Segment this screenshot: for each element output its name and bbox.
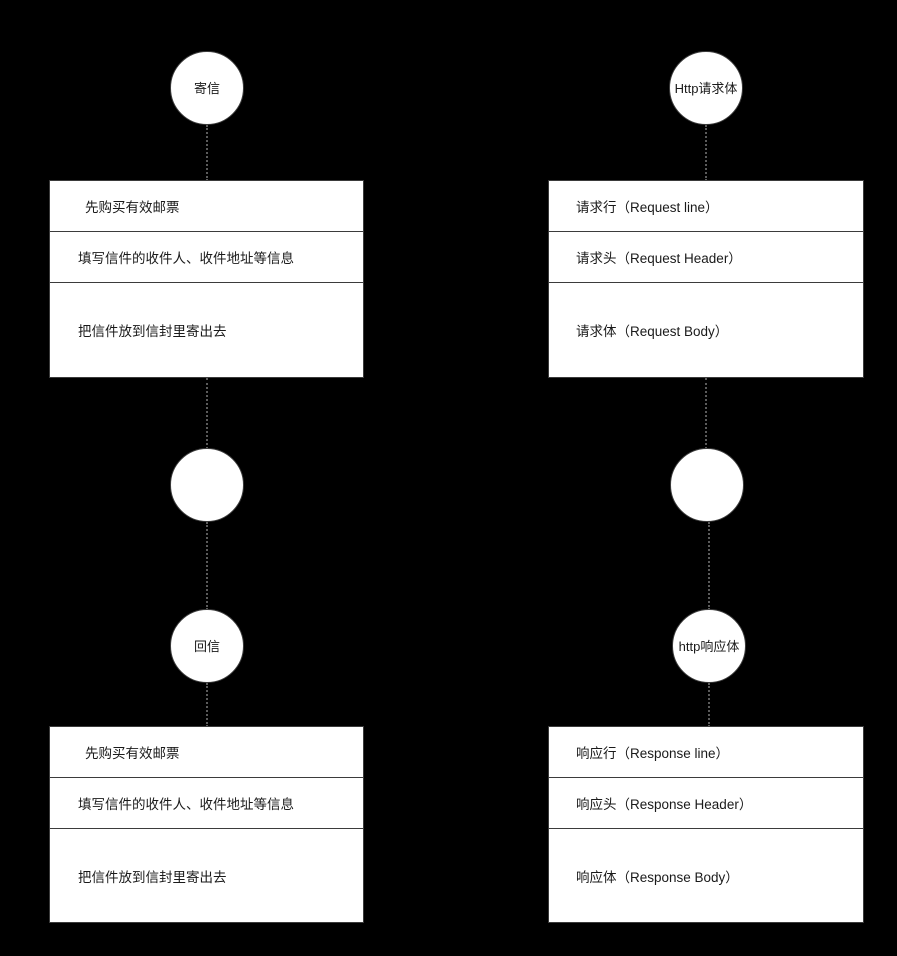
box-row[interactable]: 响应头（Response Header） <box>549 778 863 829</box>
box-row-label: 把信件放到信封里寄出去 <box>78 869 227 885</box>
box-group-mail-response[interactable]: 先购买有效邮票 填写信件的收件人、收件地址等信息 把信件放到信封里寄出去 <box>49 726 364 923</box>
node-circle-mail-middle[interactable] <box>170 448 244 522</box>
node-circle-mail-reply[interactable]: 回信 <box>170 609 244 683</box>
box-group-http-response[interactable]: 响应行（Response line） 响应头（Response Header） … <box>548 726 864 923</box>
box-row-label: 先购买有效邮票 <box>85 200 180 215</box>
box-row-label: 请求行（Request line） <box>576 200 719 215</box>
connector-right-middle-to-reply <box>708 522 710 610</box>
node-circle-http-reply[interactable]: http响应体 <box>672 609 746 683</box>
box-row[interactable]: 响应行（Response line） <box>549 727 863 778</box>
box-group-http-request[interactable]: 请求行（Request line） 请求头（Request Header） 请求… <box>548 180 864 378</box>
box-row-label: 把信件放到信封里寄出去 <box>78 324 227 339</box>
box-group-mail-request[interactable]: 先购买有效邮票 填写信件的收件人、收件地址等信息 把信件放到信封里寄出去 <box>49 180 364 378</box>
node-circle-http-reply-label: http响应体 <box>678 638 740 654</box>
box-row-label: 填写信件的收件人、收件地址等信息 <box>78 251 294 266</box>
node-circle-http-start[interactable]: Http请求体 <box>669 51 743 125</box>
connector-left-reply-to-response <box>206 683 208 727</box>
node-circle-mail-start-label: 寄信 <box>193 80 220 96</box>
node-circle-mail-reply-label: 回信 <box>193 638 220 654</box>
box-row[interactable]: 响应体（Response Body） <box>549 829 863 922</box>
box-row[interactable]: 填写信件的收件人、收件地址等信息 <box>50 232 363 283</box>
box-row-label: 填写信件的收件人、收件地址等信息 <box>78 797 294 812</box>
box-row-label: 先购买有效邮票 <box>85 746 180 761</box>
box-row-label: 响应体（Response Body） <box>576 869 739 885</box>
box-row[interactable]: 先购买有效邮票 <box>50 727 363 778</box>
node-circle-mail-start[interactable]: 寄信 <box>170 51 244 125</box>
connector-left-middle-to-reply <box>206 522 208 610</box>
box-row[interactable]: 请求头（Request Header） <box>549 232 863 283</box>
box-row[interactable]: 把信件放到信封里寄出去 <box>50 829 363 922</box>
node-circle-http-middle[interactable] <box>670 448 744 522</box>
connector-left-start-to-request <box>206 125 208 181</box>
box-row[interactable]: 先购买有效邮票 <box>50 181 363 232</box>
box-row[interactable]: 请求行（Request line） <box>549 181 863 232</box>
box-row-label: 请求头（Request Header） <box>576 251 742 266</box>
box-row[interactable]: 把信件放到信封里寄出去 <box>50 283 363 377</box>
box-row[interactable]: 请求体（Request Body） <box>549 283 863 377</box>
connector-right-request-to-middle <box>705 378 707 449</box>
box-row-label: 响应头（Response Header） <box>576 797 753 812</box>
connector-left-request-to-middle <box>206 378 208 449</box>
node-circle-http-start-label: Http请求体 <box>674 80 738 96</box>
connector-right-reply-to-response <box>708 683 710 727</box>
box-row-label: 响应行（Response line） <box>576 746 730 761</box>
connector-right-start-to-request <box>705 125 707 181</box>
box-row[interactable]: 填写信件的收件人、收件地址等信息 <box>50 778 363 829</box>
box-row-label: 请求体（Request Body） <box>576 324 729 339</box>
